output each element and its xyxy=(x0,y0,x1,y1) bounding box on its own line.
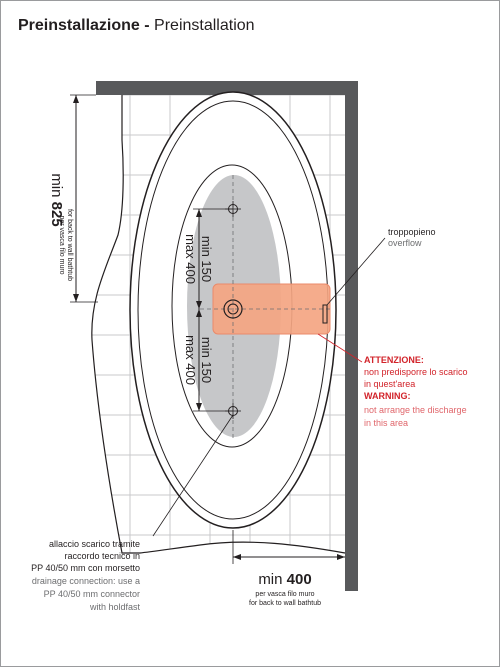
dim-bottom-label: min 400 xyxy=(258,571,311,588)
warning-line1-en: not arrange the discharge xyxy=(364,405,467,415)
dim-left-prefix: min xyxy=(48,173,65,201)
dim-arrow xyxy=(196,301,202,309)
title-italian: Preinstallazione - xyxy=(18,17,154,34)
overflow-label-en: overflow xyxy=(388,238,422,248)
side-wall xyxy=(345,81,358,591)
dim-upper-max-label: max 400 xyxy=(183,234,198,284)
drain-center-icon xyxy=(223,299,243,319)
floor-edge xyxy=(91,95,346,554)
drain-leader xyxy=(152,414,234,537)
dim-arrow xyxy=(73,294,79,302)
dim-arrow xyxy=(196,403,202,411)
overflow-icon xyxy=(322,304,328,324)
drain-line1-en: drainage connection: use a xyxy=(32,576,140,586)
dim-lower-max-label: max 400 xyxy=(183,335,198,385)
dim-arrow xyxy=(196,209,202,217)
dim-left-value: 825 xyxy=(48,202,65,227)
dim-bottom-note-it: per vasca filo muro xyxy=(255,591,314,598)
warning-title-it: ATTENZIONE: xyxy=(364,355,424,365)
dim-bottom-value: 400 xyxy=(287,571,312,588)
dim-left-note-it: per vasca filo muro xyxy=(58,215,65,274)
title-english: Preinstallation xyxy=(154,17,255,34)
warning-title-en: WARNING: xyxy=(364,391,411,401)
warning-leader xyxy=(317,333,363,363)
overflow-label-it: troppopieno xyxy=(388,227,436,237)
warning-text: ATTENZIONE: non predisporre lo scarico i… xyxy=(364,355,468,428)
dim-arrow xyxy=(233,554,241,560)
dim-arrow xyxy=(337,554,345,560)
dim-upper-min-label: min 150 xyxy=(199,236,214,282)
dim-arrow xyxy=(73,95,79,103)
warning-line2-en: in this area xyxy=(364,418,408,428)
drain-line3-it: PP 40/50 mm con morsetto xyxy=(31,563,140,573)
page-title: Preinstallazione - Preinstallation xyxy=(18,17,255,34)
dim-bottom-prefix: min xyxy=(258,571,286,588)
dim-bottom-note-en: for back to wall bathtub xyxy=(249,600,321,607)
drain-text: allaccio scarico tramite raccordo tecnic… xyxy=(31,539,140,612)
warning-line1-it: non predisporre lo scarico xyxy=(364,367,468,377)
dim-left-note-en: for back to wall bathtub xyxy=(66,209,73,281)
warning-line2-it: in quest'area xyxy=(364,379,415,389)
back-wall xyxy=(96,81,358,95)
dim-arrow xyxy=(196,309,202,317)
dim-left-label: min 825 xyxy=(48,173,65,226)
drain-line2-it: raccordo tecnico in xyxy=(64,551,140,561)
drain-line1-it: allaccio scarico tramite xyxy=(49,539,140,549)
drain-line3-en: with holdfast xyxy=(89,602,141,612)
drain-line2-en: PP 40/50 mm connector xyxy=(44,589,140,599)
dim-lower-min-label: min 150 xyxy=(199,337,214,383)
overflow-leader xyxy=(326,237,386,306)
